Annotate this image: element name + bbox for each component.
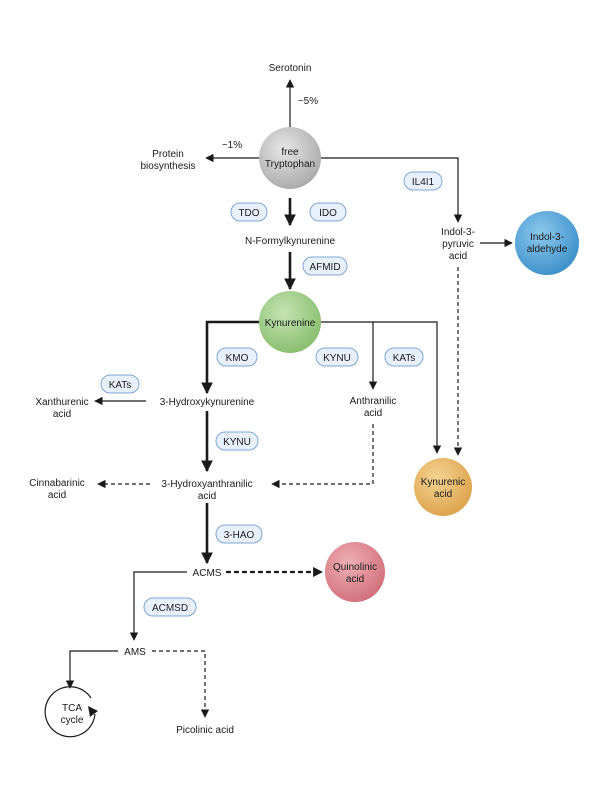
svg-text:IDO: IDO [319,208,337,219]
arrow-kyn-3hk [201,320,261,395]
percent-1-label: ~1% [222,140,242,151]
arrow-anthranilic-3haa [271,424,374,489]
percent-5-label: ~5% [298,96,318,107]
enzyme-acmsd: ACMSD [143,597,197,617]
arrow-trp-indolpyruvic [321,157,463,223]
node-labels: Serotonin ~5% ~1% Protein biosynthesis f… [29,63,568,736]
enzyme-labels: TDO IDO IL4I1 AFMID KMO KYNU KATs KATs [100,171,443,617]
tryptophan-label-1: free [281,147,299,158]
quinolinic-label-2: acid [346,574,364,585]
svg-text:TDO: TDO [238,208,259,219]
svg-text:IL4I1: IL4I1 [412,177,435,188]
enzyme-kynu-2: KYNU [215,431,259,451]
acms-label: ACMS [193,568,222,579]
indolpyruvic-label-1: Indol-3- [441,227,475,238]
tca-label-1: TCA [62,703,82,714]
kynurenine-node [259,291,321,353]
serotonin-label: Serotonin [269,63,312,74]
picolinic-label: Picolinic acid [176,725,234,736]
cinnabarinic-label-2: acid [48,490,66,501]
arrow-ams-tca [65,650,118,689]
arrow-acms-ams [129,571,187,641]
kynurenine-label: Kynurenine [265,318,316,329]
kynurenic-acid-node [414,458,472,516]
enzyme-afmid: AFMID [302,256,348,276]
anthranilic-label-1: Anthranilic [350,396,397,407]
svg-text:KYNU: KYNU [223,437,251,448]
hydroxykynurenine-label: 3-Hydroxykynurenine [160,397,255,408]
tca-label-2: cycle [61,715,84,726]
svg-text:3-HAO: 3-HAO [224,530,255,541]
kynurenic-label-1: Kynurenic [421,477,465,488]
connections [65,79,513,718]
svg-text:KATs: KATs [393,353,416,364]
svg-text:ACMSD: ACMSD [152,603,188,614]
enzyme-tdo: TDO [230,202,268,222]
anthranilic-label-2: acid [364,408,382,419]
svg-text:AFMID: AFMID [309,262,340,273]
protein-label-2: biosynthesis [140,161,195,172]
indol-aldehyde-label-1: Indol-3- [530,232,564,243]
tca-cycle-icon [44,686,98,738]
tryptophan-node [259,127,321,189]
indolpyruvic-label-3: acid [449,251,467,262]
indolpyruvic-label-2: pyruvic [442,239,474,250]
svg-text:KYNU: KYNU [323,353,351,364]
indol-aldehyde-label-2: aldehyde [527,244,568,255]
enzyme-kats-2: KATs [100,374,140,394]
arrow-kyn-kyna [373,321,442,454]
ams-label: AMS [124,647,146,658]
arrow-ams-picolinic [152,650,210,718]
quinolinic-acid-node [325,542,385,602]
quinolinic-label-1: Quinolinic [333,562,377,573]
cinnabarinic-label-1: Cinnabarinic [29,478,85,489]
enzyme-kats-1: KATs [384,347,424,367]
hydroxyanthranilic-label-1: 3-Hydroxyanthranilic [161,479,252,490]
svg-text:KMO: KMO [226,353,249,364]
protein-label-1: Protein [152,149,184,160]
xanthurenic-label-1: Xanthurenic [35,397,88,408]
enzyme-kynu-1: KYNU [315,347,359,367]
kynurenic-label-2: acid [434,489,452,500]
enzyme-3hao: 3-HAO [215,524,263,544]
enzyme-ido: IDO [309,202,347,222]
svg-text:KATs: KATs [109,380,132,391]
indol-aldehyde-node [515,211,579,275]
hydroxyanthranilic-label-2: acid [198,491,216,502]
nfk-label: N-Formylkynurenine [245,236,335,247]
tryptophan-label-2: Tryptophan [265,159,315,170]
enzyme-kmo: KMO [216,347,258,367]
xanthurenic-label-2: acid [53,409,71,420]
enzyme-il4i1: IL4I1 [403,171,443,191]
